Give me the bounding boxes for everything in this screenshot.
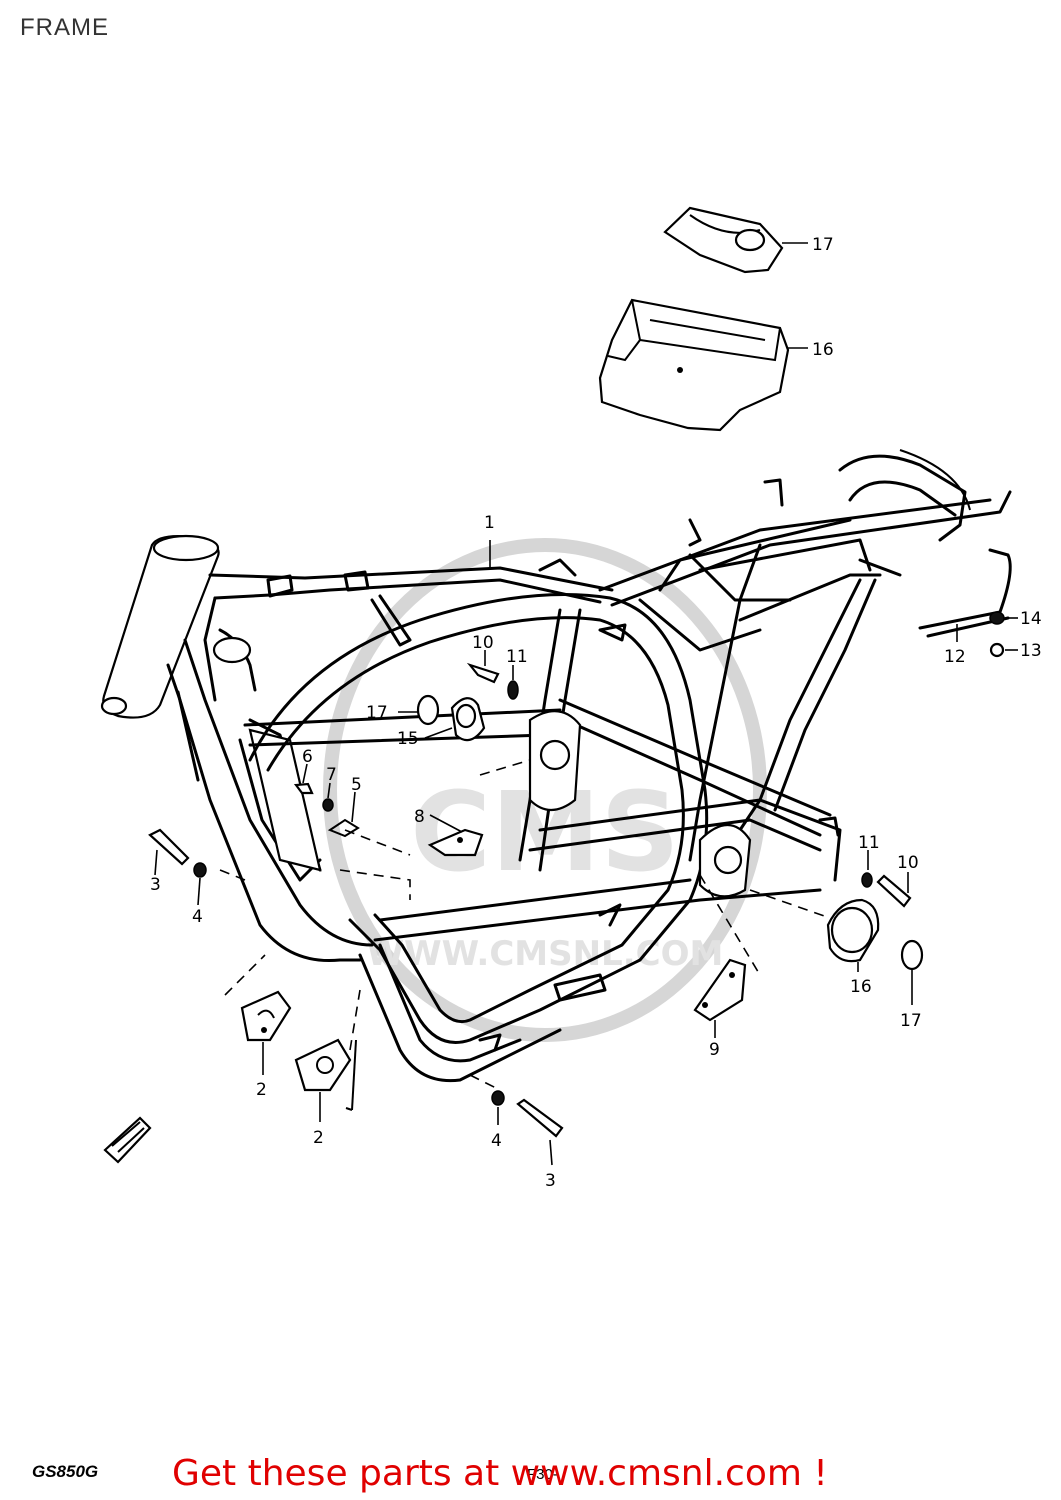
callout-17-top: 17 — [812, 235, 834, 255]
engine-mount-plates — [224, 954, 361, 1122]
bracket-9 — [693, 958, 747, 1038]
callout-4-bottom: 4 — [491, 1131, 502, 1151]
callout-2-left: 2 — [256, 1080, 267, 1100]
callout-3-left: 3 — [150, 875, 161, 895]
callout-4-left: 4 — [192, 907, 203, 927]
callout-10-right: 10 — [897, 853, 919, 873]
bolt-front-left — [148, 828, 207, 906]
callout-5: 5 — [351, 775, 362, 795]
main-frame — [100, 449, 1012, 1083]
callout-13: 13 — [1020, 641, 1042, 661]
callout-12: 12 — [944, 647, 966, 667]
grommet — [424, 697, 486, 742]
nut-washer — [989, 611, 1018, 658]
callout-17-mid: 17 — [366, 703, 388, 723]
svg-text:WWW.CMSNL.COM: WWW.CMSNL.COM — [367, 934, 724, 974]
cap-right-small — [900, 939, 924, 1005]
cap-left — [398, 694, 440, 726]
assembly-lines — [219, 759, 831, 976]
bracket-8 — [427, 814, 484, 857]
callout-9: 9 — [709, 1040, 720, 1060]
callout-15: 15 — [397, 729, 419, 749]
bolt-left — [466, 650, 519, 700]
battery-holder — [598, 298, 808, 432]
grab-handle — [918, 548, 1012, 642]
callout-2-right: 2 — [313, 1128, 324, 1148]
page-code: F30- — [527, 1466, 558, 1483]
bolt-right — [861, 850, 912, 908]
callout-17-right: 17 — [900, 1011, 922, 1031]
cap-right — [826, 898, 880, 972]
callout-6: 6 — [302, 747, 313, 767]
callout-16-right: 16 — [850, 977, 872, 997]
callout-14: 14 — [1020, 609, 1042, 629]
callout-10-left: 10 — [472, 633, 494, 653]
bolt-bottom — [469, 1074, 564, 1166]
frame-cover-cushion — [663, 206, 808, 274]
callout-16-top: 16 — [812, 340, 834, 360]
callout-8: 8 — [414, 807, 425, 827]
callout-11-right: 11 — [858, 833, 880, 853]
callout-11-left: 11 — [506, 647, 528, 667]
get-parts-link[interactable]: Get these parts at www.cmsnl.com ! — [172, 1453, 828, 1494]
callout-labels: 1 17 16 14 13 12 10 11 17 15 6 7 5 8 3 4… — [150, 235, 1042, 1191]
model-code: GS850G — [32, 1462, 99, 1481]
callout-1: 1 — [484, 513, 495, 533]
small-bolts — [293, 763, 360, 838]
callout-3-bottom: 3 — [545, 1171, 556, 1191]
front-direction-arrow — [103, 1116, 152, 1164]
page-title: FRAME — [20, 14, 109, 41]
callout-7: 7 — [326, 765, 337, 785]
